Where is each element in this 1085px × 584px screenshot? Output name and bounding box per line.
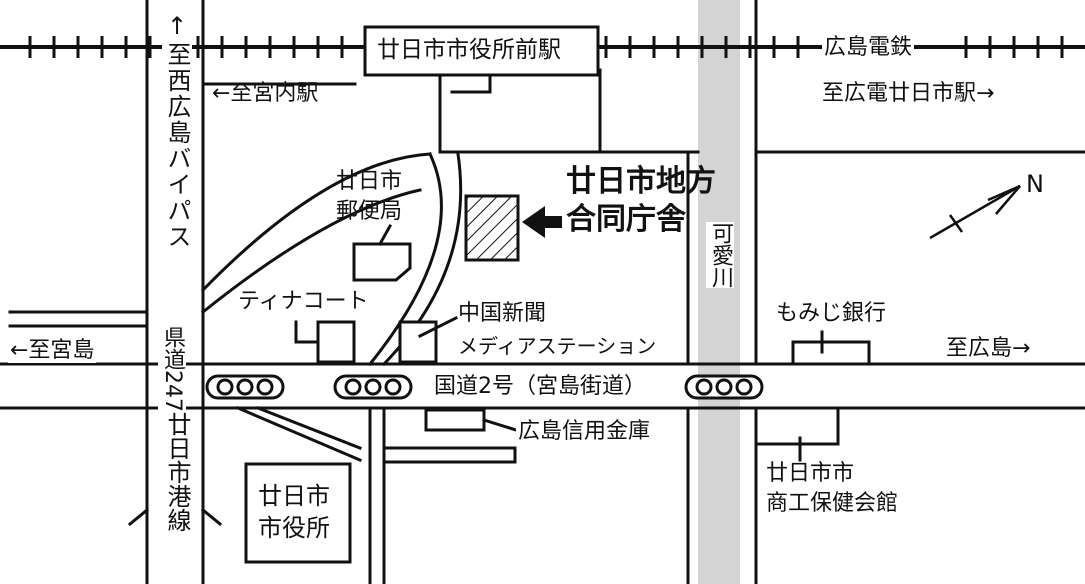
chugoku-leader xyxy=(417,315,459,339)
target-label-line2: 合同庁舎 xyxy=(566,202,686,237)
pref-road-label: 県道247 xyxy=(158,326,186,412)
city-hall-label-1: 廿日市 xyxy=(258,482,330,510)
shoko-building xyxy=(754,406,840,446)
post-office-building xyxy=(352,242,412,282)
target-building xyxy=(464,194,520,262)
tina-court-label: ティナコート xyxy=(236,289,371,314)
post-office-leader xyxy=(377,223,393,247)
shoko-label-2: 商工保健会館 xyxy=(766,491,899,516)
city-hall-building xyxy=(244,462,352,564)
tina-court-leader xyxy=(294,320,320,344)
shinkin-leader xyxy=(482,418,518,432)
target-label-line1: 廿日市地方 xyxy=(566,164,716,199)
city-hall-label-2: 市役所 xyxy=(258,514,330,542)
river-label: 可愛川 xyxy=(706,222,734,288)
tina-court-building xyxy=(316,320,356,364)
station-label: 廿日市市役所前駅 xyxy=(375,37,563,63)
compass-n-label: N xyxy=(1026,170,1044,198)
compass-north-icon xyxy=(929,184,1021,240)
momiji-label: もみじ銀行 xyxy=(776,301,887,326)
pref-road-sub-label: 廿日市港線 xyxy=(162,412,192,532)
shinkin-building xyxy=(424,408,486,432)
bypass-label: ↑至西広島バイパス xyxy=(162,12,192,250)
post-office-label-2: 郵便局 xyxy=(336,199,403,224)
post-office-label-1: 廿日市 xyxy=(336,169,403,194)
shinkin-label: 広島信用金庫 xyxy=(516,419,653,444)
river-kae xyxy=(698,0,740,584)
rail-line-label: 広島電鉄 xyxy=(822,35,915,60)
to-miyajima-label: ←至宮島 xyxy=(8,338,97,363)
to-hatsukaichi-label: 至広電廿日市駅→ xyxy=(822,81,995,106)
to-miyauchi-label: ←至宮内駅 xyxy=(212,81,319,106)
route2-label: 国道2号（宮島街道） xyxy=(432,374,648,399)
to-hiroshima-label: 至広島→ xyxy=(944,336,1033,361)
chugoku-building xyxy=(398,320,438,364)
shoko-label-1: 廿日市市 xyxy=(766,461,855,486)
chugoku-label-2: メディアステーション xyxy=(458,334,657,358)
chugoku-label-1: 中国新聞 xyxy=(458,301,547,326)
target-arrow-icon xyxy=(522,206,562,238)
momiji-building xyxy=(791,340,871,366)
route2-markers xyxy=(205,374,764,400)
